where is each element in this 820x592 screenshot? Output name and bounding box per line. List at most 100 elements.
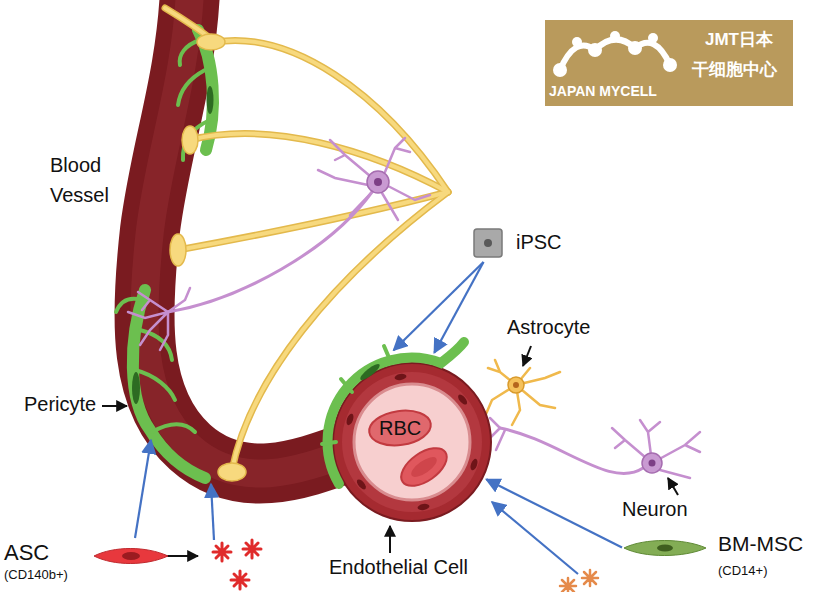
node-outline xyxy=(408,453,439,480)
node-outline xyxy=(588,43,602,57)
node-outline xyxy=(572,37,582,47)
cell-source: iPSC xyxy=(472,224,568,262)
node-text: iPSC xyxy=(516,231,562,254)
neuron-cell xyxy=(168,192,372,312)
node-text: ASC xyxy=(4,540,49,565)
node-outline xyxy=(622,530,722,588)
node-outline xyxy=(663,58,677,72)
text-holder: ASC xyxy=(4,540,49,565)
secretome-star xyxy=(582,570,598,586)
pericyte-cell xyxy=(116,30,214,478)
secretome-star xyxy=(231,571,249,589)
pericyte-cell xyxy=(135,370,175,400)
astrocyte-cell xyxy=(486,360,560,425)
pericyte-cell xyxy=(132,372,140,404)
leader-arrow xyxy=(102,346,678,556)
pericyte-cell xyxy=(116,299,142,312)
node-outline xyxy=(472,224,506,262)
neuron-cell xyxy=(374,178,382,186)
astrocyte-process xyxy=(182,126,198,154)
node-outline xyxy=(628,41,642,55)
leader-arrow xyxy=(166,555,198,557)
node-text: (CD14+) xyxy=(718,564,768,579)
label-holder: Astrocyte xyxy=(507,316,590,339)
label-holder: Pericyte xyxy=(24,393,96,416)
neuron-cell xyxy=(500,428,643,474)
homing-arrow xyxy=(135,440,151,538)
astrocyte-cell xyxy=(508,377,524,393)
structure-label: Neuron xyxy=(622,498,688,521)
node-outline xyxy=(474,229,502,257)
leader-arrow xyxy=(668,478,678,495)
astrocyte-process xyxy=(215,40,448,192)
node-outline xyxy=(624,541,706,556)
text-holder: RBC xyxy=(379,417,421,440)
structure-label: Blood Vessel xyxy=(50,150,122,210)
differentiation-arrow xyxy=(434,262,483,353)
neuron-cell xyxy=(649,460,656,467)
node-outline xyxy=(358,362,381,382)
node-outline xyxy=(394,373,407,381)
node-outline xyxy=(469,458,479,471)
node-outline xyxy=(367,407,433,449)
neuron-cell xyxy=(642,453,662,473)
neuron-cell xyxy=(128,288,190,350)
leader-arrow xyxy=(523,346,531,366)
text-holder: BM-MSC xyxy=(718,532,803,556)
differentiation-arrow xyxy=(394,262,484,350)
cell-source: BM-MSC (CD14+) xyxy=(622,530,816,588)
astrocyte-cell xyxy=(513,382,519,388)
node-outline xyxy=(94,549,168,564)
node-outline xyxy=(417,503,430,511)
node-text: BM-MSC xyxy=(718,532,803,556)
leader-arrow xyxy=(102,405,127,407)
secretome-star xyxy=(243,540,261,558)
node-outline xyxy=(395,441,454,494)
logo-badge: JMT日本干细胞中心JAPAN MYCELL xyxy=(545,20,793,106)
node-outline xyxy=(484,239,492,247)
secretome-star xyxy=(560,578,576,592)
homing-arrow xyxy=(211,484,214,540)
node-text: JAPAN MYCELL xyxy=(549,83,657,99)
astrocyte-process xyxy=(178,192,448,250)
structure-label: Pericyte xyxy=(24,393,96,416)
structure-label: Endothelial Cell xyxy=(329,556,468,579)
node-outline xyxy=(342,372,482,512)
node-text: (CD140b+) xyxy=(4,568,68,583)
node-outline xyxy=(553,63,567,77)
neuron-cell xyxy=(318,138,430,220)
neuron-cell xyxy=(612,420,700,478)
astrocyte-process xyxy=(165,8,448,481)
node-outline xyxy=(345,413,355,426)
homing-arrow xyxy=(492,502,578,574)
neuron-cell xyxy=(367,171,389,193)
node-outline xyxy=(355,478,367,491)
text-holder: JAPAN MYCELL xyxy=(549,83,657,99)
node-outline xyxy=(456,393,468,406)
astrocyte-process xyxy=(197,34,225,50)
label-holder: Neuron xyxy=(622,498,688,521)
label-holder: Endothelial Cell xyxy=(329,556,468,579)
text-holder: iPSC xyxy=(516,231,562,254)
node-text: 干细胞中心 xyxy=(692,60,777,80)
node-outline xyxy=(545,20,685,80)
text-holder: (CD140b+) xyxy=(4,568,68,583)
pericyte-cell xyxy=(207,86,214,114)
pericyte-cell xyxy=(152,425,195,433)
secretome-star xyxy=(213,540,598,592)
differentiation-arrow xyxy=(486,479,622,547)
vessel-cross-section: RBC xyxy=(332,362,492,522)
text-holder: (CD14+) xyxy=(718,564,768,579)
node-text: RBC xyxy=(379,417,421,440)
node-outline xyxy=(354,384,470,500)
node-outline xyxy=(122,552,140,560)
neuron-cell xyxy=(490,418,505,450)
astrocyte-process xyxy=(170,234,186,266)
secretome-star xyxy=(213,543,231,561)
text-holder: 干细胞中心 xyxy=(692,60,777,80)
astrocyte-cell xyxy=(486,360,560,425)
node-outline xyxy=(648,33,658,43)
label-holder: Blood Vessel xyxy=(50,150,122,210)
pericyte-cell xyxy=(178,70,205,105)
